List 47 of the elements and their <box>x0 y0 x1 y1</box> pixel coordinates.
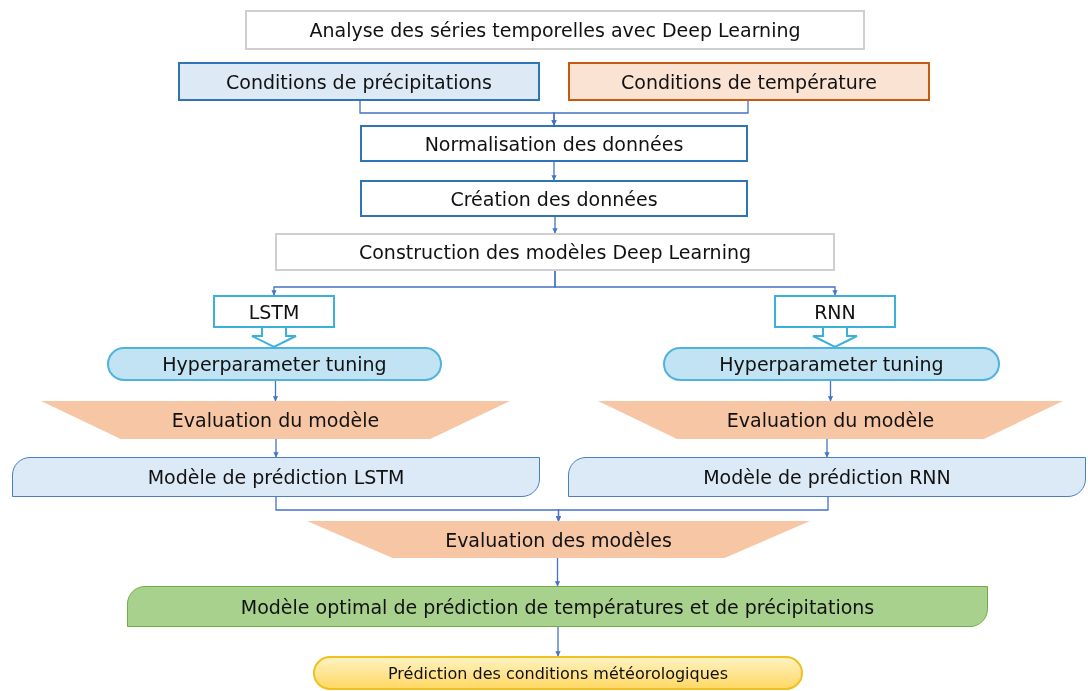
arrow <box>554 557 561 587</box>
model-box <box>568 457 1086 497</box>
trapezoid-shape <box>307 521 810 558</box>
rounded-box <box>107 347 442 381</box>
trapezoid-shape <box>598 401 1063 439</box>
block-arrow <box>251 327 297 349</box>
arrow <box>554 270 838 296</box>
node-label: Evaluation du modèle <box>171 409 380 431</box>
arrow <box>552 216 558 234</box>
process-box <box>568 62 930 101</box>
node-label: Création des données <box>450 187 658 210</box>
arrow <box>824 438 830 458</box>
process-box <box>360 180 748 217</box>
node-label: Hyperparameter tuning <box>719 353 944 375</box>
arrow <box>555 626 561 657</box>
node-label: RNN <box>814 300 856 323</box>
node-label: Evaluation du modèle <box>726 409 935 431</box>
node-label: LSTM <box>248 300 300 323</box>
node-label: Analyse des séries temporelles avec Deep Learning <box>309 19 801 41</box>
model-box <box>127 586 988 627</box>
arrow <box>555 496 829 522</box>
process-box <box>245 10 865 50</box>
node-label: Evaluation des modèles <box>445 528 672 551</box>
callout-box <box>213 295 335 328</box>
node-label: Modèle optimal de prédiction de températures et de précipitations <box>240 595 875 618</box>
node-label: Construction des modèles Deep Learning <box>358 241 752 263</box>
callout-box <box>774 295 896 328</box>
rounded-box <box>663 347 1000 381</box>
process-box <box>178 62 540 101</box>
node-label: Modèle de prédiction LSTM <box>147 466 405 488</box>
node-label: Modèle de prédiction RNN <box>703 466 951 488</box>
output-box <box>313 656 803 690</box>
model-box <box>12 457 540 497</box>
block-arrow <box>812 327 858 349</box>
node-label: Conditions de température <box>621 70 877 93</box>
arrow <box>551 100 749 126</box>
arrow <box>827 380 834 402</box>
node-label: Hyperparameter tuning <box>162 353 387 375</box>
arrow <box>551 161 557 181</box>
node-label: Normalisation des données <box>424 132 684 155</box>
arrow <box>273 438 279 458</box>
process-box <box>275 233 835 271</box>
node-label: Conditions de précipitations <box>226 70 492 93</box>
node-label: Prédiction des conditions météorologiques <box>387 663 729 683</box>
trapezoid-shape <box>41 401 510 439</box>
process-box <box>360 125 748 162</box>
arrow <box>272 380 279 402</box>
